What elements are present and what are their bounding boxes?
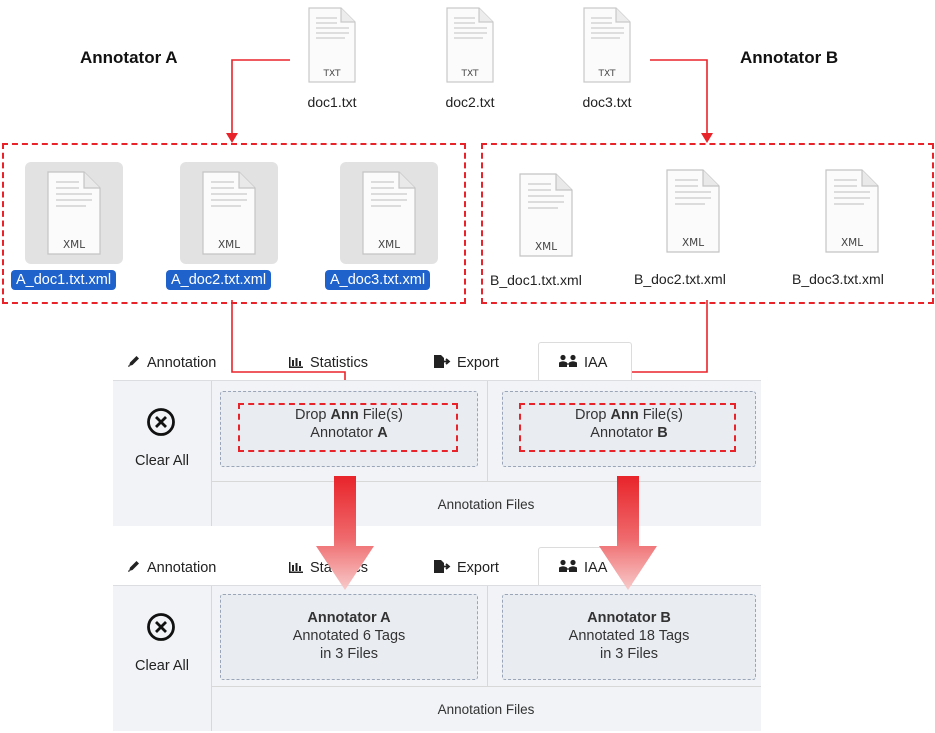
- tab-iaa[interactable]: IAA: [558, 553, 607, 583]
- close-circle-icon: [146, 612, 176, 642]
- iaa-panel-after: Annotation Statistics Export IAA Clear A…: [113, 545, 761, 731]
- source-file-doc1[interactable]: TXT doc1.txt: [277, 6, 387, 110]
- file-name-selected[interactable]: A_doc2.txt.xml: [166, 270, 272, 290]
- file-ext-label: XML: [377, 239, 401, 251]
- summary-files: in 3 Files: [599, 646, 659, 662]
- file-name[interactable]: B_doc1.txt.xml: [490, 272, 582, 288]
- summary-tags: Annotated 18 Tags: [568, 628, 690, 644]
- drop-highlight-b: [519, 403, 736, 452]
- source-file-doc2[interactable]: TXT doc2.txt: [415, 6, 525, 110]
- annotator-a-files-group: [2, 143, 466, 304]
- tab-export[interactable]: Export: [433, 553, 499, 583]
- bar-chart-icon: [288, 560, 304, 577]
- file-name[interactable]: B_doc2.txt.xml: [634, 271, 726, 287]
- clear-all-button[interactable]: Clear All: [113, 586, 212, 731]
- tab-active-frame: [538, 342, 632, 381]
- tab-label: Statistics: [310, 355, 369, 371]
- tab-label: Annotation: [147, 560, 217, 576]
- tab-annotation[interactable]: Annotation: [127, 348, 216, 378]
- file-ext-label: TXT: [323, 69, 341, 79]
- annotation-files-footer: Annotation Files: [211, 686, 761, 732]
- annotator-a-title: Annotator A: [80, 48, 178, 67]
- annotator-b-files-group: [481, 143, 934, 304]
- summary-tags: Annotated 6 Tags: [292, 628, 406, 644]
- file-ext-label: XML: [681, 237, 705, 249]
- file-name: doc2.txt: [445, 94, 495, 110]
- tab-label: IAA: [584, 560, 608, 576]
- file-name-selected[interactable]: A_doc1.txt.xml: [11, 270, 117, 290]
- big-arrow-b: [599, 476, 657, 590]
- drop-line2: Annotator A: [310, 425, 388, 441]
- arrowhead-b-files: [701, 133, 713, 143]
- column-divider: [487, 381, 488, 481]
- annotator-b-title: Annotator B: [740, 48, 839, 67]
- tab-label: IAA: [584, 355, 608, 371]
- pen-icon: [127, 559, 141, 577]
- txt-file-icon: TXT: [443, 6, 497, 86]
- drop-line1: Drop Ann File(s): [575, 407, 683, 423]
- footer-label: Annotation Files: [437, 497, 535, 512]
- users-icon: [558, 559, 578, 577]
- annotator-a-summary[interactable]: Annotator A Annotated 6 Tags in 3 Files: [220, 594, 478, 680]
- tab-export[interactable]: Export: [433, 348, 499, 378]
- file-ext-label: XML: [840, 237, 864, 249]
- export-icon: [433, 559, 451, 578]
- connector-a-to-files: [231, 59, 290, 135]
- column-divider: [487, 586, 488, 686]
- tab-label: Export: [457, 355, 499, 371]
- file-name: doc1.txt: [307, 94, 357, 110]
- tab-bar: Annotation Statistics Export IAA: [113, 340, 761, 381]
- annotation-files-footer: Annotation Files: [211, 481, 761, 527]
- close-circle-icon: [146, 407, 176, 437]
- users-icon: [558, 354, 578, 372]
- tab-statistics[interactable]: Statistics: [288, 348, 368, 378]
- file-ext-label: TXT: [461, 69, 479, 79]
- file-ext-label: XML: [534, 241, 558, 253]
- xml-file-icon: XML: [822, 168, 882, 256]
- export-icon: [433, 354, 451, 373]
- file-ext-label: XML: [62, 239, 86, 251]
- annotator-b-summary[interactable]: Annotator B Annotated 18 Tags in 3 Files: [502, 594, 756, 680]
- summary-files: in 3 Files: [319, 646, 379, 662]
- drop-highlight-a: [238, 403, 458, 452]
- xml-file-icon: XML: [44, 170, 104, 258]
- tab-label: Export: [457, 560, 499, 576]
- txt-file-icon: TXT: [580, 6, 634, 86]
- tab-annotation[interactable]: Annotation: [127, 553, 216, 583]
- file-name-selected[interactable]: A_doc3.txt.xml: [325, 270, 431, 290]
- xml-file-icon: XML: [516, 172, 576, 260]
- connector-b-to-files: [650, 59, 708, 135]
- clear-all-label: Clear All: [135, 453, 189, 469]
- summary-title: Annotator A: [307, 610, 391, 626]
- pen-icon: [127, 354, 141, 372]
- file-ext-label: TXT: [598, 69, 616, 79]
- iaa-panel-body: Clear All Annotator A Annotated 6 Tags i…: [113, 585, 761, 731]
- source-file-doc3[interactable]: TXT doc3.txt: [552, 6, 662, 110]
- drop-line1: Drop Ann File(s): [295, 407, 403, 423]
- file-name[interactable]: B_doc3.txt.xml: [792, 271, 884, 287]
- xml-file-icon: XML: [199, 170, 259, 258]
- big-arrow-a: [316, 476, 374, 590]
- footer-label: Annotation Files: [437, 702, 535, 717]
- arrowhead-a-files: [226, 133, 238, 143]
- xml-file-icon: XML: [663, 168, 723, 256]
- file-ext-label: XML: [217, 239, 241, 251]
- drop-line2: Annotator B: [590, 425, 668, 441]
- file-name: doc3.txt: [582, 94, 632, 110]
- clear-all-button[interactable]: Clear All: [113, 381, 212, 526]
- clear-all-label: Clear All: [135, 658, 189, 674]
- xml-file-icon: XML: [359, 170, 419, 258]
- tab-label: Annotation: [147, 355, 217, 371]
- bar-chart-icon: [288, 355, 304, 372]
- txt-file-icon: TXT: [305, 6, 359, 86]
- tab-iaa[interactable]: IAA: [558, 348, 607, 378]
- summary-title: Annotator B: [587, 610, 671, 626]
